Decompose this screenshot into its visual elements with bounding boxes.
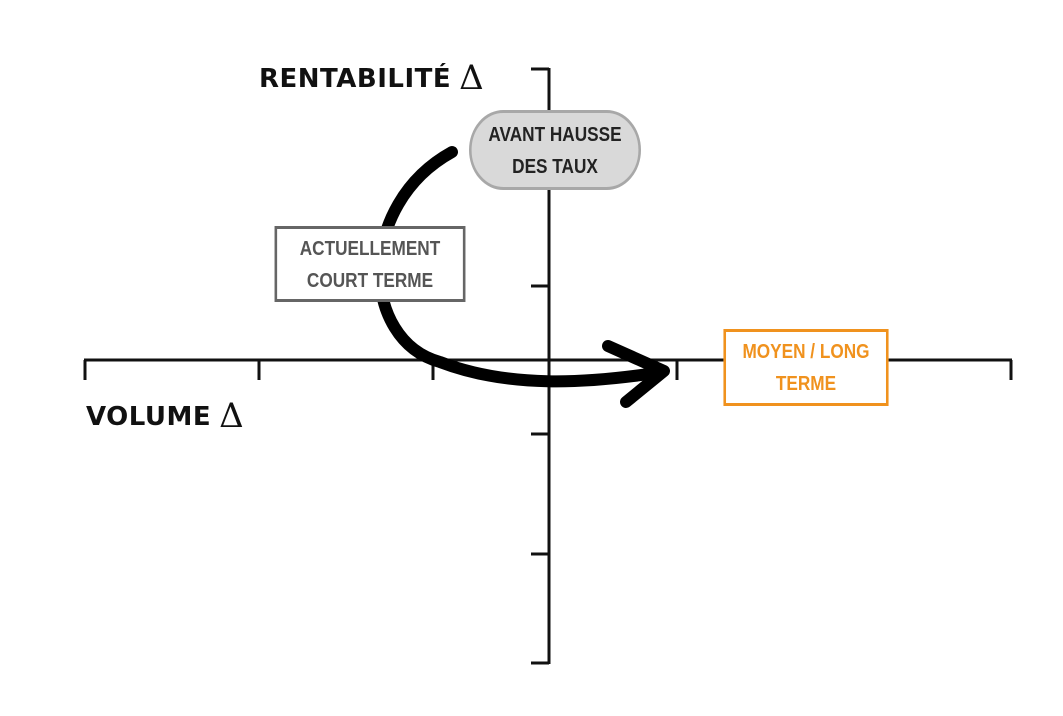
node-current-short-term: ACTUELLEMENT COURT TERME xyxy=(274,226,466,302)
delta-symbol: Δ xyxy=(459,58,485,98)
node-before-rate-hike: AVANT HAUSSE DES TAUX xyxy=(469,110,641,190)
node-current-line1: ACTUELLEMENT xyxy=(299,238,441,260)
node-medium-long-term: MOYEN / LONG TERME xyxy=(723,329,889,406)
delta-symbol: Δ xyxy=(219,396,245,436)
arrow-head xyxy=(602,340,670,408)
transition-arrow xyxy=(374,146,670,408)
node-future-line2: TERME xyxy=(775,373,837,395)
node-current-line2: COURT TERME xyxy=(306,270,434,292)
y-axis-label-text: RENTABILITÉ xyxy=(259,64,452,94)
node-before-line2: DES TAUX xyxy=(512,156,598,178)
x-axis-label-text: VOLUME xyxy=(86,402,212,432)
node-before-line1: AVANT HAUSSE xyxy=(488,124,622,146)
node-future-line1: MOYEN / LONG xyxy=(742,341,870,363)
